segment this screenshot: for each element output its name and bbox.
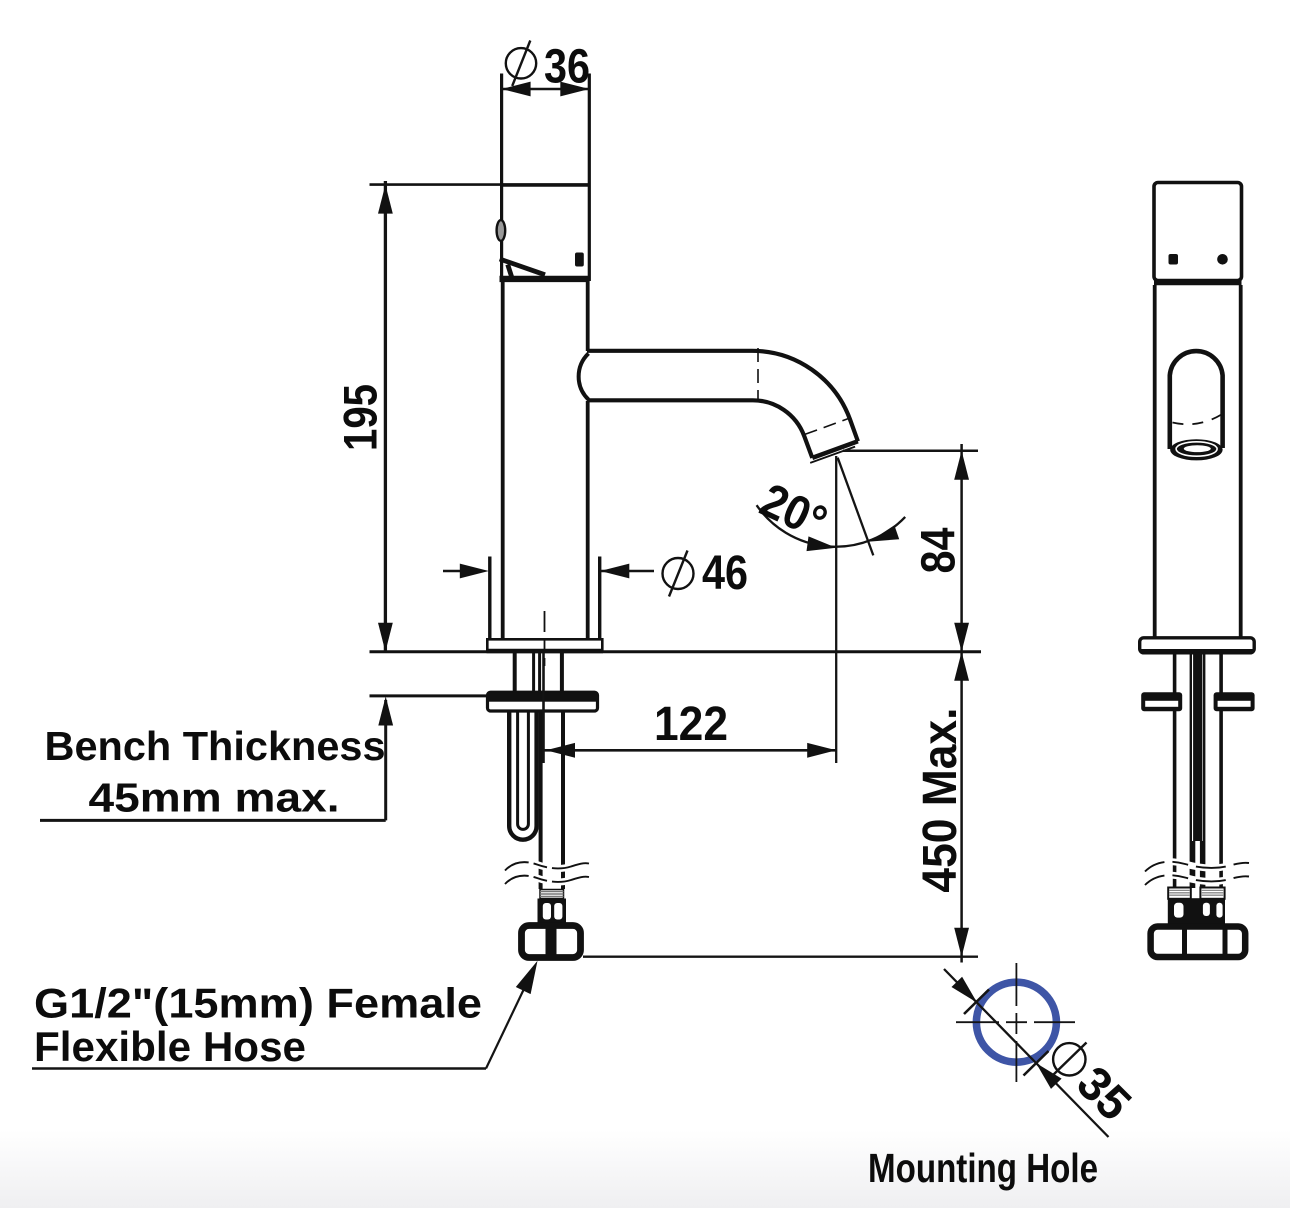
svg-text:45mm max.: 45mm max. <box>89 775 340 821</box>
svg-text:450 Max.: 450 Max. <box>914 708 967 893</box>
svg-text:195: 195 <box>333 384 386 451</box>
svg-text:G1/2"(15mm) Female: G1/2"(15mm) Female <box>34 980 482 1027</box>
svg-text:Bench Thickness: Bench Thickness <box>45 723 386 769</box>
svg-text:46: 46 <box>702 547 748 600</box>
svg-text:Mounting Hole: Mounting Hole <box>868 1145 1098 1191</box>
svg-text:122: 122 <box>654 698 728 751</box>
svg-text:Flexible Hose: Flexible Hose <box>34 1023 306 1070</box>
svg-text:84: 84 <box>912 527 965 573</box>
svg-text:36: 36 <box>544 41 590 94</box>
